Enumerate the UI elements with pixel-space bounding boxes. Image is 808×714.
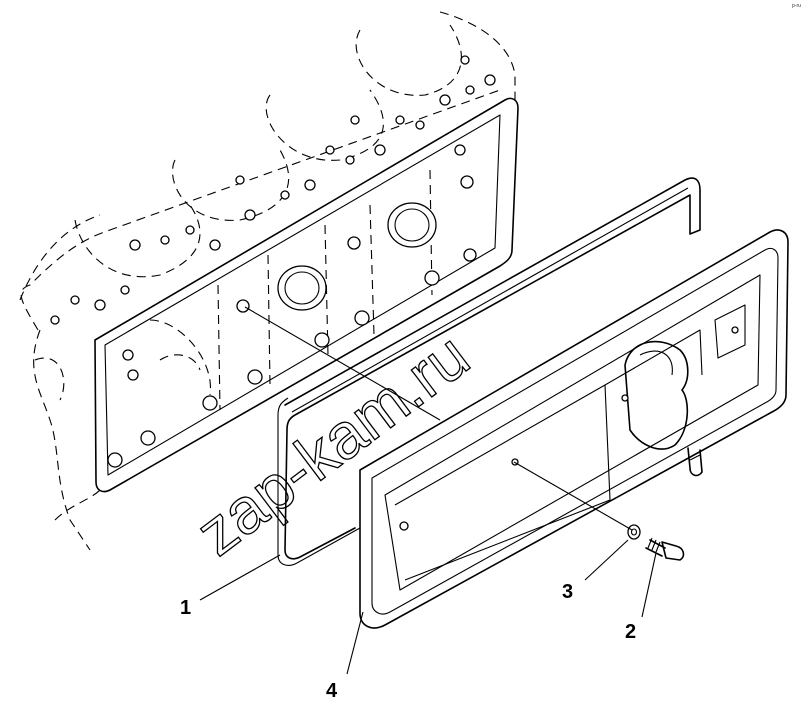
part-2-bolt	[645, 537, 685, 561]
leader-lines	[199, 306, 657, 675]
callout-2: 2	[625, 621, 636, 643]
side-cover-tray	[359, 229, 789, 629]
callout-4: 4	[326, 680, 338, 702]
watermark-text: zap-kam.ru	[183, 319, 482, 569]
watermark: zap-kam.ru	[182, 318, 482, 569]
part-3-washer	[627, 524, 641, 540]
engine-block	[19, 11, 516, 551]
part-4-gasket	[277, 177, 701, 566]
corner-mark: p-ru	[792, 3, 801, 9]
part-1-mounting-flange	[94, 97, 519, 493]
callout-1: 1	[180, 597, 191, 619]
callout-3: 3	[562, 581, 573, 603]
